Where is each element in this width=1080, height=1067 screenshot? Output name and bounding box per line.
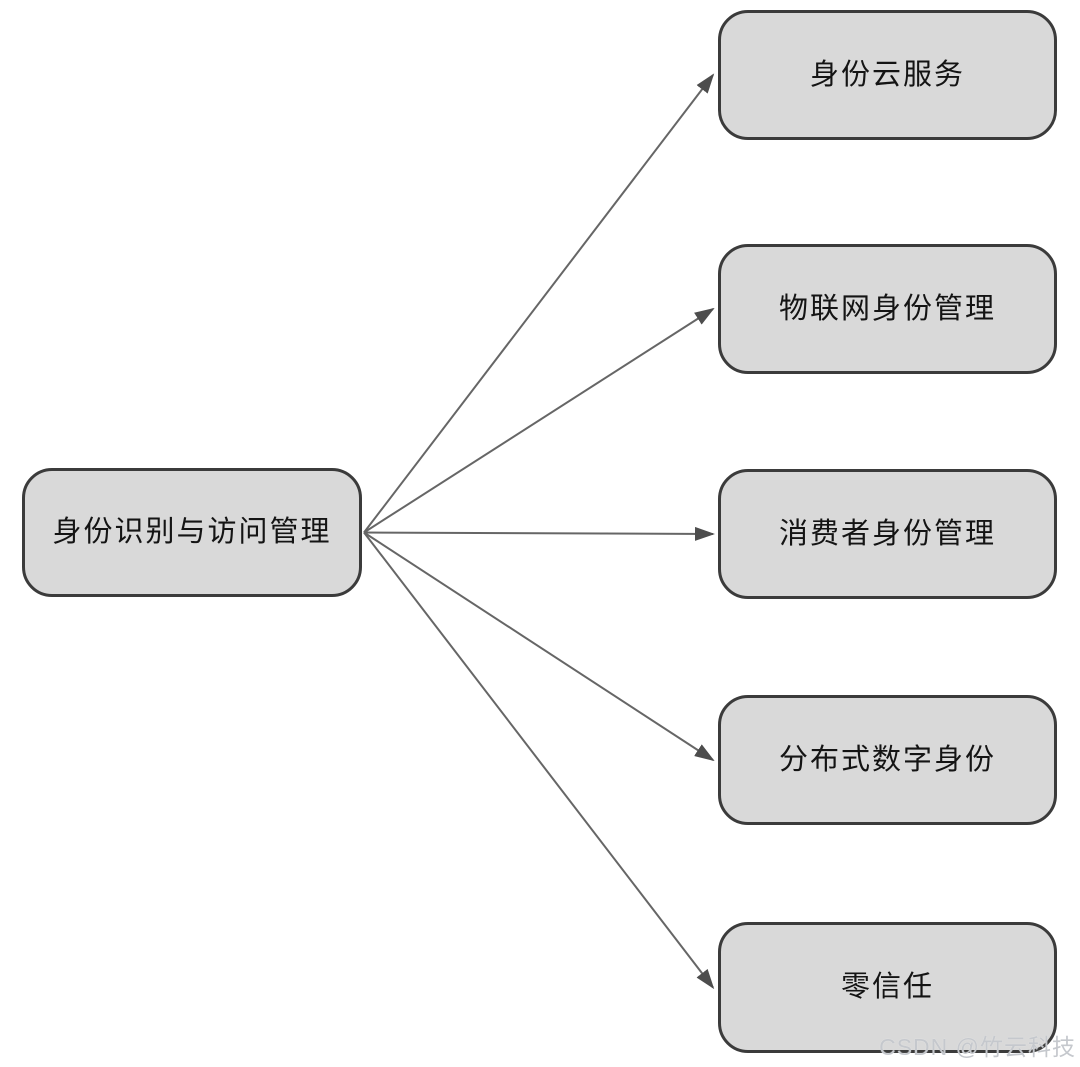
node-iot-identity-management: 物联网身份管理 <box>718 244 1057 374</box>
node-identity-cloud-service-label: 身份云服务 <box>809 58 965 91</box>
edge-iam-to-iot-identity-management <box>363 307 715 534</box>
edge-iam-to-consumer-identity-management <box>363 526 715 541</box>
node-zero-trust-label: 零信任 <box>840 971 934 1004</box>
edge-iam-to-identity-cloud-service <box>363 73 715 534</box>
node-iam: 身份识别与访问管理 <box>22 468 362 597</box>
watermark: CSDN @竹云科技 <box>879 1034 1076 1060</box>
edge-iam-to-zero-trust <box>363 531 715 990</box>
node-distributed-digital-identity-label: 分布式数字身份 <box>778 743 996 776</box>
node-distributed-digital-identity: 分布式数字身份 <box>718 695 1057 825</box>
node-zero-trust: 零信任 <box>718 922 1057 1053</box>
node-identity-cloud-service: 身份云服务 <box>718 10 1057 140</box>
node-consumer-identity-management-label: 消费者身份管理 <box>778 517 996 550</box>
edge-iam-to-distributed-digital-identity <box>363 531 715 762</box>
node-consumer-identity-management: 消费者身份管理 <box>718 469 1057 599</box>
node-iot-identity-management-label: 物联网身份管理 <box>778 292 996 325</box>
node-iam-label: 身份识别与访问管理 <box>52 516 332 549</box>
